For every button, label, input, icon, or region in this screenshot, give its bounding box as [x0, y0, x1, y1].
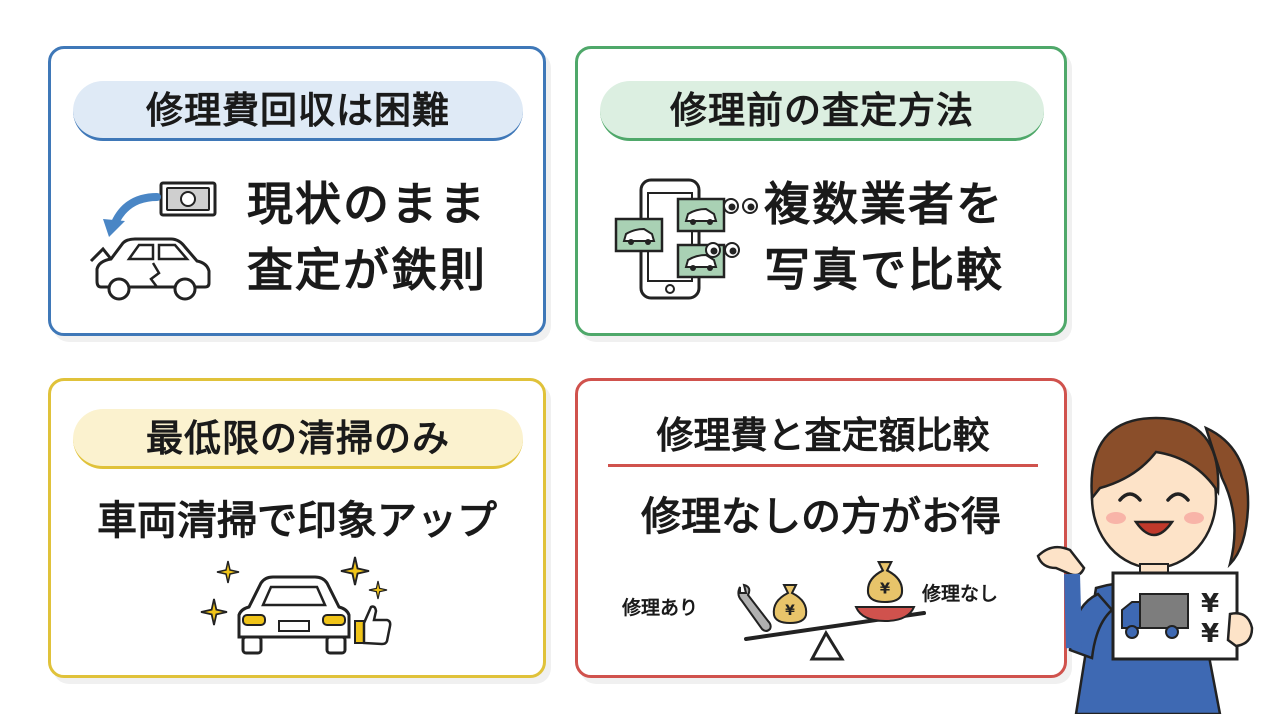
card-text-line1: 修理なしの方がお得	[641, 494, 1001, 540]
mechanic-woman-icon	[1036, 416, 1250, 714]
card-repair-cost: 修理費回収は困難 現状のまま 査定が鉄則	[48, 46, 546, 336]
card-text-line1: 複数業者を	[764, 177, 1004, 231]
label-with-repair: 修理あり	[622, 597, 699, 619]
yen-symbol: ¥	[1201, 619, 1219, 649]
truck-sign-icon: ¥ ¥	[1111, 571, 1239, 661]
yen-symbol: ¥	[785, 603, 795, 619]
card-cleaning: 最低限の清掃のみ 車両清掃で印象アップ	[48, 378, 546, 678]
money-bill-icon	[159, 181, 217, 217]
eyes-icon	[723, 198, 758, 214]
card-title-cleaning: 最低限の清掃のみ	[73, 409, 523, 469]
money-bag-icon: ¥	[772, 584, 808, 625]
sparkle-icon	[200, 598, 228, 626]
sparkle-icon	[340, 556, 370, 586]
card-text-line2: 査定が鉄則	[247, 243, 487, 297]
card-appraisal-method: 修理前の査定方法 複数業者を 写真で比較	[575, 46, 1067, 336]
red-dish-icon	[854, 606, 916, 623]
sparkle-icon	[368, 580, 388, 600]
yen-symbol: ¥	[880, 581, 891, 598]
sparkle-icon	[216, 560, 240, 584]
card-text-line1: 現状のまま	[247, 177, 487, 231]
wrench-icon	[737, 583, 772, 632]
eyes-icon	[705, 242, 740, 258]
clean-car-icon	[237, 575, 351, 655]
card-text-line1: 車両清掃で印象アップ	[97, 498, 497, 544]
car-photo-icon	[676, 243, 726, 279]
card-title-comparison: 修理費と査定額比較	[608, 405, 1038, 467]
curved-arrow-icon	[103, 193, 161, 237]
label-without-repair: 修理なし	[922, 583, 999, 605]
car-photo-icon	[676, 197, 726, 233]
card-comparison: 修理費と査定額比較 修理なしの方がお得 修理あり 修理なし ¥ ¥	[575, 378, 1067, 678]
car-photo-icon	[614, 217, 664, 253]
money-bag-icon: ¥	[866, 561, 904, 604]
damaged-car-icon	[89, 237, 211, 301]
card-text-line2: 写真で比較	[764, 243, 1004, 297]
yen-symbol: ¥	[1201, 589, 1219, 619]
thumbs-up-icon	[354, 605, 392, 646]
card-title-repair-cost: 修理費回収は困難	[73, 81, 523, 141]
hand-holding-sign	[1226, 612, 1254, 648]
card-title-appraisal-method: 修理前の査定方法	[600, 81, 1044, 141]
